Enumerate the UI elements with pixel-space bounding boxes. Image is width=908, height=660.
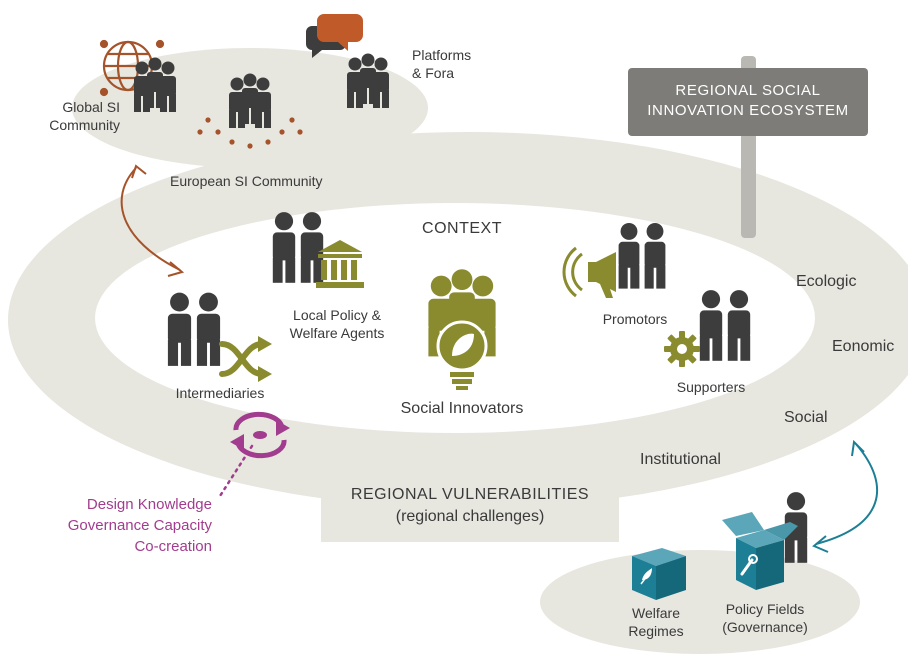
capacity-design-knowledge: Design Knowledge	[86, 496, 212, 513]
intermediaries-label: Intermediaries	[175, 385, 265, 401]
global-si-line2: Community	[49, 117, 120, 133]
local-policy-line2: Welfare Agents	[289, 325, 385, 341]
ring-institutional-label: Institutional	[640, 451, 721, 468]
social-innovators-label: Social Innovators	[400, 400, 524, 417]
capacity-co-creation: Co-creation	[134, 538, 212, 555]
capacities-label: Design Knowledge Governance Capacity Co-…	[20, 494, 212, 557]
ring-social-label: Social	[784, 409, 828, 426]
policy-line2: (Governance)	[722, 619, 808, 635]
vulnerabilities-title: REGIONAL VULNERABILITIES	[350, 486, 590, 503]
platforms-line2: & Fora	[412, 65, 455, 81]
shuffle-arrows-icon	[219, 336, 272, 382]
policy-link-arrow-icon	[812, 439, 879, 553]
ring-economic-label: Eonomic	[832, 338, 895, 355]
policy-fields-label: Policy Fields (Governance)	[710, 600, 820, 636]
local-policy-line1: Local Policy &	[293, 307, 381, 323]
wrench-box-icon	[722, 512, 798, 590]
platforms-label: Platforms & Fora	[412, 46, 502, 82]
vulnerabilities-subtitle: (regional challenges)	[395, 508, 545, 525]
gear-icon	[664, 331, 700, 367]
community-link-arrow-icon	[120, 164, 185, 277]
capacity-governance: Governance Capacity	[67, 517, 212, 534]
government-building-icon	[316, 240, 364, 288]
capacities-dotted-connector	[218, 444, 254, 498]
ring-ecologic-label: Ecologic	[796, 273, 857, 290]
platforms-line1: Platforms	[412, 47, 472, 63]
lightbulb-leaf-icon	[436, 320, 488, 390]
megaphone-icon	[562, 246, 616, 298]
european-si-label: European SI Community	[170, 173, 323, 189]
ecosystem-title-line1: REGIONAL SOCIAL	[675, 82, 821, 99]
welfare-regimes-label: Welfare Regimes	[616, 604, 696, 640]
ecosystem-title-line2: INNOVATION ECOSYSTEM	[647, 102, 849, 119]
supporters-label: Supporters	[676, 379, 746, 395]
speech-bubbles-icon	[306, 14, 363, 58]
regional-vulnerabilities-box: REGIONAL VULNERABILITIES (regional chall…	[321, 474, 619, 542]
promotors-label: Promotors	[602, 311, 668, 327]
welfare-line2: Regimes	[628, 623, 684, 639]
eu-stars-icon	[197, 117, 303, 149]
global-si-label: Global SI Community	[20, 98, 120, 134]
context-label: CONTEXT	[390, 214, 534, 244]
welfare-line1: Welfare	[632, 605, 680, 621]
leaf-box-icon	[632, 548, 686, 600]
policy-line1: Policy Fields	[725, 601, 805, 617]
local-policy-label: Local Policy & Welfare Agents	[262, 306, 412, 342]
ecosystem-sign: REGIONAL SOCIAL INNOVATION ECOSYSTEM	[628, 68, 868, 136]
global-si-line1: Global SI	[62, 99, 120, 115]
refresh-cycle-icon	[230, 411, 290, 459]
